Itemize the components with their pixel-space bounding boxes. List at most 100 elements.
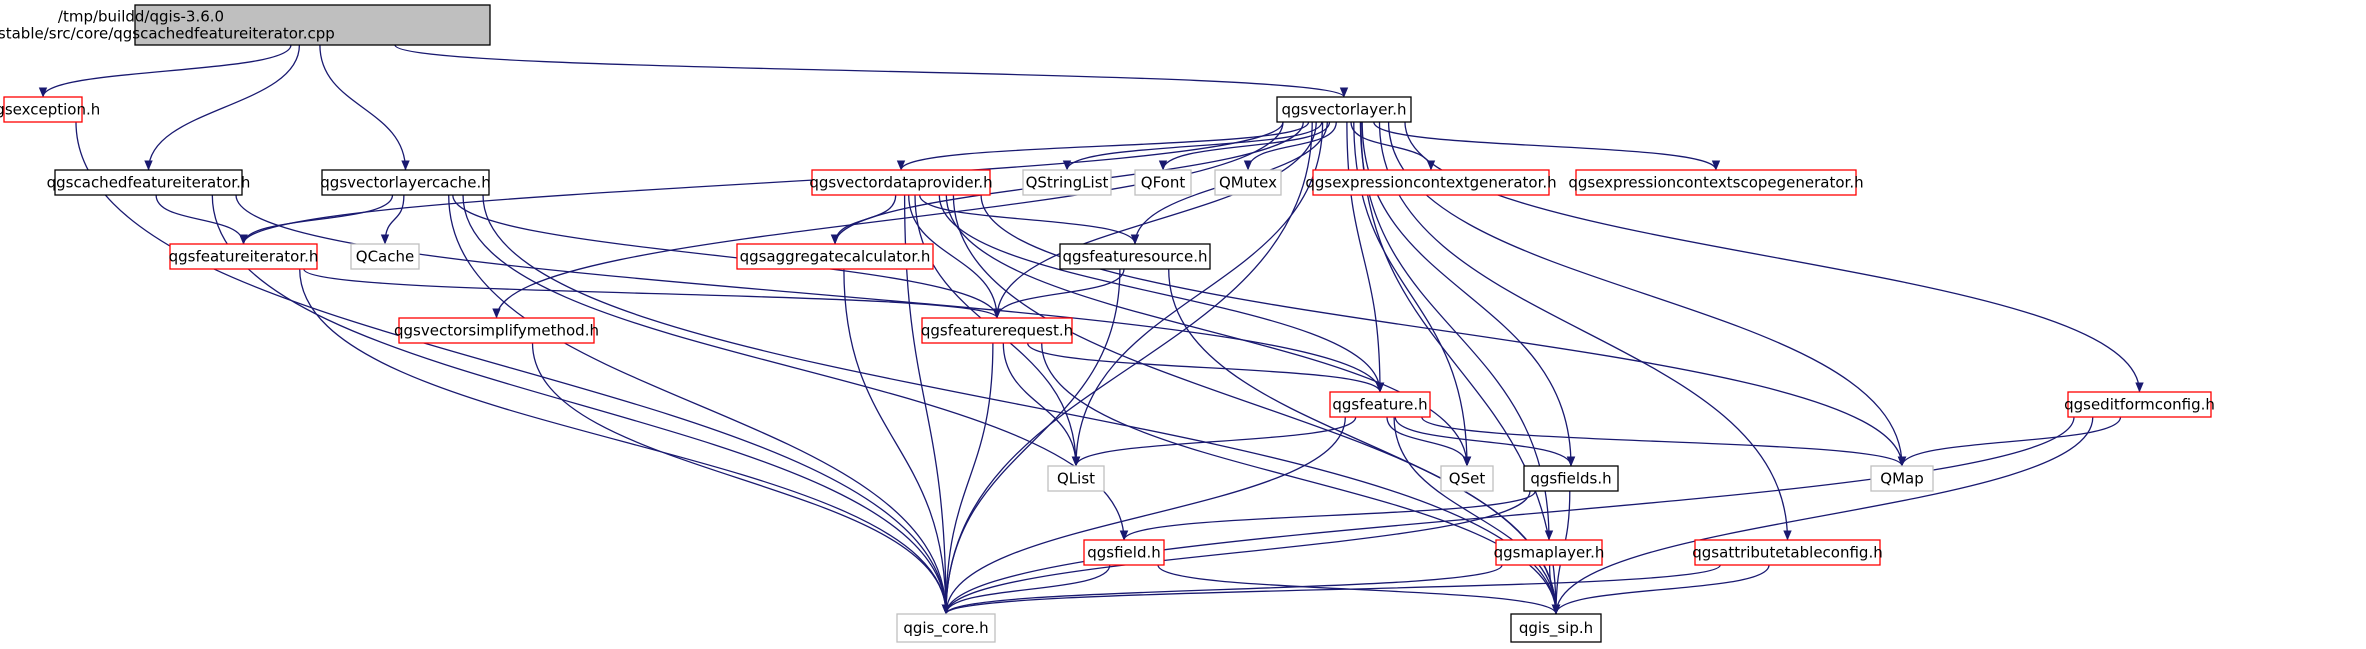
edge-qgsvectorlayer-to-qstringlist	[1062, 121, 1323, 171]
edge-qgsvectorlayercache-to-qcache	[380, 194, 405, 245]
node-label: QCache	[356, 248, 414, 266]
edge-qgsfeaturerequest-to-qgis_core	[941, 342, 994, 615]
node-qfont: QFont	[1134, 169, 1192, 196]
node-box	[134, 4, 491, 46]
node-label: qgsvectorlayer.h	[1282, 101, 1407, 119]
node-label: qgsvectordataprovider.h	[809, 174, 992, 192]
node-box	[1870, 465, 1934, 492]
node-box	[1276, 96, 1412, 123]
node-box	[2067, 391, 2212, 418]
node-label: qgsfield.h	[1087, 544, 1161, 562]
edge-qgsaggregatecalculator-to-qgis_core	[843, 268, 951, 615]
edge-qgsvectorlayer-to-qgsattributetableconfig	[1378, 121, 1792, 541]
edge-root-to-qgsvectorlayer	[394, 44, 1348, 98]
node-box	[169, 243, 318, 270]
edge-root-to-qgscachedfeatureiterator	[144, 44, 301, 171]
node-box	[1059, 243, 1211, 270]
node-qlist: QList	[1047, 465, 1105, 492]
node-root[interactable]: /tmp/buildd/qgis-3.6.0+99unstable/src/co…	[0, 4, 491, 46]
node-qgis_core: qgis_core.h	[896, 613, 996, 643]
edge-qgsfeaturesource-to-qgsfeaturerequest	[992, 268, 1125, 319]
node-qcache: QCache	[350, 243, 420, 270]
node-qgsvectorlayer[interactable]: qgsvectorlayer.h	[1276, 96, 1412, 123]
edge-qgsattributetableconfig-to-qgis_core	[942, 564, 1721, 615]
node-box	[1022, 169, 1112, 196]
edge-qgsvectorlayer-to-qmutex	[1243, 121, 1337, 171]
edge-qgseditformconfig-to-qgis_sip	[1551, 416, 2094, 615]
node-label: qgsattributetableconfig.h	[1692, 544, 1882, 562]
node-box	[811, 169, 991, 196]
node-box	[896, 613, 996, 643]
node-qgsvectorlayercache[interactable]: qgsvectorlayercache.h	[320, 169, 491, 196]
node-qgsattributetableconfig[interactable]: qgsattributetableconfig.h	[1692, 539, 1883, 566]
node-box	[1329, 391, 1431, 418]
node-label: qgsexpressioncontextscopegenerator.h	[1568, 174, 1863, 192]
node-box	[1510, 613, 1602, 643]
node-qgsfields[interactable]: qgsfields.h	[1523, 465, 1619, 492]
edge-qgsvectordataprovider-to-qgsfeaturesource	[919, 194, 1140, 245]
node-label: QList	[1057, 470, 1095, 488]
node-qgseditformconfig[interactable]: qgseditformconfig.h	[2064, 391, 2215, 418]
edge-qgseditformconfig-to-qmap	[1897, 416, 2122, 467]
node-qgsmaplayer[interactable]: qgsmaplayer.h	[1494, 539, 1605, 566]
node-qgsvectordataprovider[interactable]: qgsvectordataprovider.h	[809, 169, 993, 196]
node-qmap: QMap	[1870, 465, 1934, 492]
node-label: qgsfeatureiterator.h	[169, 248, 319, 266]
node-box	[1083, 539, 1165, 566]
node-label: qgsfields.h	[1530, 470, 1611, 488]
edge-qgsvectorlayer-to-qgsfeatureiterator	[239, 121, 1284, 245]
node-qmutex: QMutex	[1214, 169, 1282, 196]
edge-qgsfields-to-qgsfield	[1119, 490, 1536, 541]
edge-qgsvectorlayer-to-qgsvectorsimplifymethod	[492, 121, 1284, 319]
edge-qgsmaplayer-to-qgis_core	[941, 564, 1503, 615]
node-qgsexpressioncontextgenerator[interactable]: qgsexpressioncontextgenerator.h	[1305, 169, 1557, 196]
edge-root-to-qgsexception	[38, 44, 292, 98]
edge-qgscachedfeatureiterator-to-qgis_core	[211, 194, 951, 615]
node-label: qgseditformconfig.h	[2064, 396, 2215, 414]
node-qgsfield[interactable]: qgsfield.h	[1083, 539, 1165, 566]
node-qgscachedfeatureiterator[interactable]: qgscachedfeatureiterator.h	[47, 169, 251, 196]
node-label: /tmp/buildd/qgis-3.6.0	[58, 8, 224, 26]
edge-qgscachedfeatureiterator-to-qgsfeatureiterator	[155, 194, 248, 245]
edge-qgsvectorlayercache-to-qgsfeaturerequest	[452, 194, 1002, 319]
edge-qgsfeaturerequest-to-qlist	[1002, 342, 1081, 467]
edge-qgsfield-to-qgis_core	[941, 564, 1111, 615]
edge-qgsvectorlayer-to-qgseditformconfig	[1404, 121, 2144, 393]
edge-qgsvectordataprovider-to-qgsaggregatecalculator	[830, 194, 897, 245]
node-qstringlist: QStringList	[1022, 169, 1112, 196]
node-qgsexpressioncontextscopegenerator[interactable]: qgsexpressioncontextscopegenerator.h	[1568, 169, 1864, 196]
node-qgsaggregatecalculator[interactable]: qgsaggregatecalculator.h	[736, 243, 934, 270]
edge-qgsvectordataprovider-to-qset	[945, 194, 1472, 467]
node-box	[1312, 169, 1550, 196]
edges-layer	[38, 44, 2144, 615]
node-box	[1134, 169, 1192, 196]
node-qgsfeaturerequest[interactable]: qgsfeaturerequest.h	[921, 317, 1073, 344]
node-label: qgis_core.h	[903, 619, 988, 638]
node-qgsfeatureiterator[interactable]: qgsfeatureiterator.h	[169, 243, 319, 270]
node-qgsfeature[interactable]: qgsfeature.h	[1329, 391, 1431, 418]
node-box	[350, 243, 420, 270]
node-qgsfeaturesource[interactable]: qgsfeaturesource.h	[1059, 243, 1211, 270]
edge-qgsfeature-to-qset	[1386, 416, 1472, 467]
node-box	[1575, 169, 1857, 196]
node-label: qgsfeaturerequest.h	[921, 322, 1073, 340]
node-label: qgsvectorlayercache.h	[320, 174, 490, 192]
node-label: qgsfeature.h	[1332, 396, 1427, 414]
edge-qgsvectorlayercache-to-qgsfeatureiterator	[239, 194, 394, 245]
edge-qgsvectorlayer-to-qlist	[1071, 121, 1324, 467]
node-box	[1495, 539, 1603, 566]
node-label: QMap	[1880, 470, 1923, 488]
edge-qgsvectorlayer-to-qgis_sip	[1360, 121, 1561, 615]
edge-qgsvectorlayercache-to-qgis_sip	[482, 194, 1561, 615]
node-qgis_sip[interactable]: qgis_sip.h	[1510, 613, 1602, 643]
node-qgsvectorsimplifymethod[interactable]: qgsvectorsimplifymethod.h	[394, 317, 599, 344]
node-qgsexception[interactable]: qgsexception.h	[0, 96, 100, 123]
node-label: qgsvectorsimplifymethod.h	[394, 322, 599, 340]
edge-qgsfeatureiterator-to-qgis_core	[299, 268, 951, 615]
edge-qgscachedfeatureiterator-to-qgsfeature	[235, 194, 1385, 393]
edge-qgsvectorlayer-to-qgsvectordataprovider	[896, 121, 1310, 171]
node-box	[1523, 465, 1619, 492]
node-label: qgsexception.h	[0, 101, 100, 119]
node-label: qgsfeaturesource.h	[1062, 248, 1207, 266]
